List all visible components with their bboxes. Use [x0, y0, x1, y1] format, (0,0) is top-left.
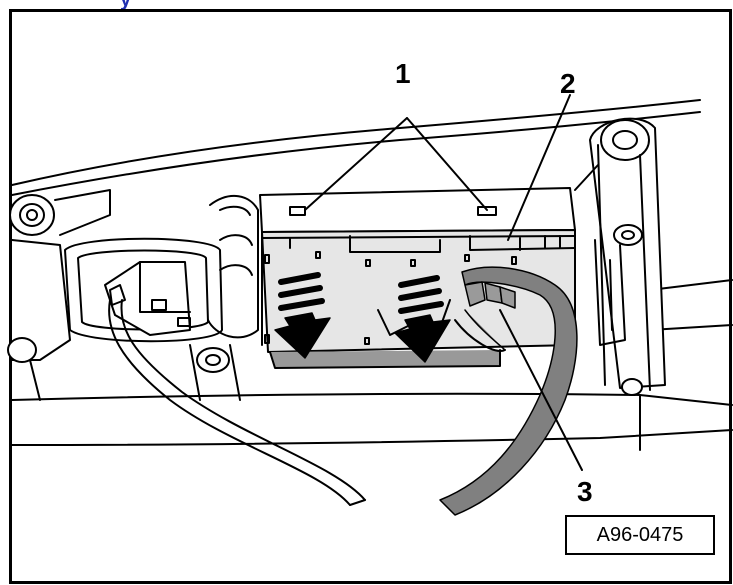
right-cable — [439, 266, 578, 516]
right-hinge — [574, 117, 666, 396]
arrow-left — [274, 272, 331, 359]
callout-3: 3 — [577, 476, 593, 507]
figure-reference-label: A96-0475 — [565, 515, 715, 555]
callout-2: 2 — [560, 68, 576, 99]
header-text-fragment: y — [120, 0, 132, 11]
callout-1: 1 — [395, 58, 411, 89]
leader-lines — [304, 94, 583, 471]
direction-arrows — [274, 272, 451, 363]
control-module — [259, 187, 576, 369]
left-connector-area — [64, 195, 259, 401]
left-hinge — [7, 189, 111, 401]
left-cable — [108, 299, 366, 506]
arrow-right — [394, 275, 451, 363]
header-strip: y — [0, 0, 733, 10]
